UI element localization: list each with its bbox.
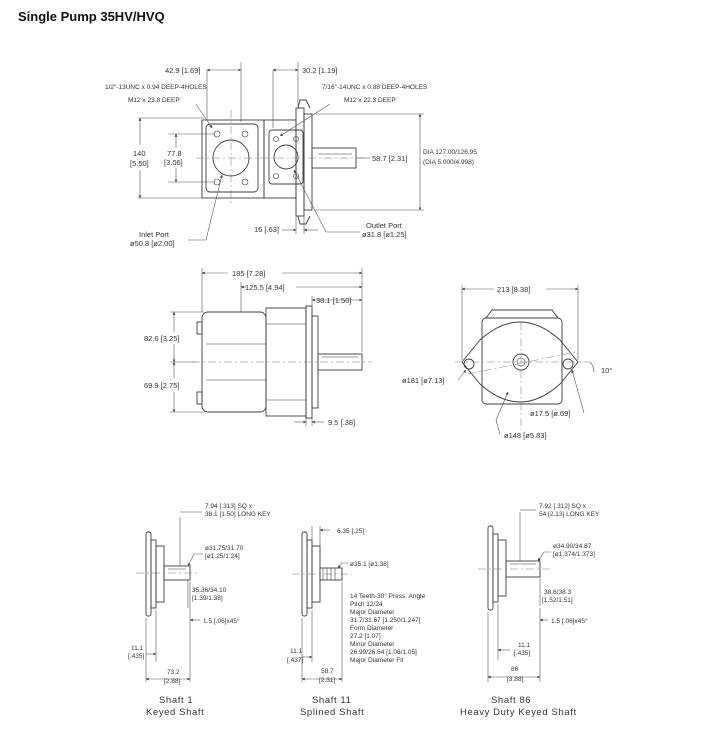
spline-spec-line: Minor Diameter	[350, 641, 395, 648]
dim-148: ø148 [ø5.83]	[504, 431, 547, 440]
pilot-diameter: DIA 127.00/126.95	[423, 149, 477, 156]
shaft1-diameter: ø31.75/31.70	[205, 545, 244, 552]
side-view: 185 [7.28] 125.5 [4.94] 38.1 [1.50] 82.6…	[144, 268, 372, 427]
shaft1-dim-73-in: [2.88]	[164, 678, 180, 685]
thread-inlet-note: 1/2"-13UNC x 0.94 DEEP-4HOLES	[105, 84, 207, 91]
thread-inlet-metric: M12 x 23.8 DEEP	[128, 97, 180, 104]
pilot-diameter-in: (DIA 5.000/4.998)	[423, 159, 474, 166]
dim-213: 213 [8.38]	[497, 285, 530, 294]
spline-spec-line: Major Diameter Fit	[350, 657, 404, 664]
thread-outlet-metric: M12 x 22.3 DEEP	[344, 97, 396, 104]
spline-spec-line: 27.2 [1.07]	[350, 633, 381, 640]
dim-125-5: 125.5 [4.94]	[245, 283, 285, 292]
shaft11-dim-6-35: 6.35 [.25]	[337, 528, 364, 535]
dim-42-9: 42.9 [1.69]	[165, 66, 200, 75]
shaft1-dim-35-in: [1.39/1.38]	[192, 595, 223, 602]
shaft1-caption: Shaft 1	[159, 695, 193, 706]
dim-16: 16 [.63]	[254, 225, 279, 234]
shaft86-dim-38-in: [1.52/1.51]	[542, 597, 573, 604]
outlet-port-circle	[273, 144, 299, 170]
dim-10-deg: 10°	[601, 366, 612, 375]
shaft11-dim-58-in: [2.31]	[319, 677, 335, 684]
shaft86-dim-86-in: [3.88]	[507, 676, 523, 683]
shaft1-diameter-in: [ø1.25/1.24]	[205, 553, 240, 560]
spline-spec-line: 14 Teeth-30° Press. Angle	[350, 592, 425, 600]
dim-30-2: 30.2 [1.19]	[302, 66, 337, 75]
shaft86-dim-38: 38.6/38.3	[544, 589, 571, 596]
shaft11-diameter: ø35.1 [ø1.38]	[350, 561, 389, 568]
shaft86-key-note: 7.92 [.312] SQ x	[539, 503, 587, 510]
shaft11-dim-58: 58.7	[321, 668, 334, 675]
dim-17-5: ø17.5 [ø.69]	[530, 409, 570, 418]
shaft11-dim-11-in: [.437]	[287, 657, 303, 664]
dim-181: ø181 [ø7.13]	[402, 376, 445, 385]
shaft86-dim-86: 86	[511, 666, 519, 673]
shaft1-dim-73: 73.2	[167, 669, 180, 676]
shaft86-diameter-in: [ø1.374/1.373]	[553, 551, 595, 558]
thread-outlet-note: 7/16"-14UNC x 0.88 DEEP-4HOLES	[322, 84, 428, 91]
dim-38-1: 38.1 [1.50]	[316, 296, 351, 305]
shaft86-dim-11: 11.1	[518, 642, 531, 649]
dim-9-5: 9.5 [.38]	[328, 418, 355, 427]
inlet-port-label: Inlet Port	[139, 230, 170, 239]
page-title: Single Pump 35HV/HVQ	[18, 9, 165, 24]
dim-140: 140	[133, 149, 146, 158]
dim-82-6: 82.6 [3.25]	[144, 334, 179, 343]
dim-58-7: 58.7 [2.31]	[372, 154, 407, 163]
shaft86-key-length: 54 [2.13] LONG KEY	[539, 511, 600, 518]
spline-spec-line: 31.7/31.67 [1.250/1.247]	[350, 617, 421, 624]
dim-185: 185 [7.28]	[232, 269, 265, 278]
shaft1-key-note: 7.94 [.313] SQ x	[205, 503, 253, 510]
shaft-86-drawing: 7.92 [.312] SQ x 54 [2.13] LONG KEY ø34.…	[460, 503, 600, 718]
shaft11-caption-type: Splined Shaft	[300, 707, 364, 718]
outlet-port-size: ø31.8 [ø1.25]	[362, 230, 407, 239]
shaft1-chamfer: 1.5 [.06]x45°	[203, 617, 240, 625]
spline-spec-line: Form Diameter	[350, 625, 394, 632]
shaft11-spline-spec: 14 Teeth-30° Press. Angle Pitch 12/24 Ma…	[350, 592, 425, 664]
dim-77-8-in: [3.06]	[164, 158, 183, 167]
shaft86-caption: Shaft 86	[491, 695, 531, 706]
shaft1-caption-type: Keyed Shaft	[146, 707, 204, 718]
dim-77-8: 77.8	[167, 149, 182, 158]
shaft-11-drawing: 6.35 [.25] ø35.1 [ø1.38] 14 Teeth-30° Pr…	[287, 526, 425, 718]
end-view: 213 [8.38] ø181 [ø7.13] 10° ø17.5 [ø.69]…	[402, 285, 612, 440]
top-view: 42.9 [1.69] 30.2 [1.19] 1/2"-13UNC x 0.9…	[105, 62, 477, 248]
shaft86-dim-11-in: [.435]	[514, 650, 530, 657]
shaft1-key-length: 38.1 [1.50] LONG KEY	[205, 511, 271, 518]
dim-140-in: [5.50]	[130, 159, 149, 168]
shaft86-diameter: ø34.90/34.87	[553, 543, 592, 550]
spline-spec-line: Major Diameter	[350, 609, 395, 616]
shaft1-dim-11: 11.1	[131, 645, 144, 652]
shaft86-caption-type: Heavy Duty Keyed Shaft	[460, 707, 577, 718]
spline-spec-line: 26.99/26.64 [1.06/1.05]	[350, 649, 417, 656]
shaft1-dim-11-in: [.435]	[128, 653, 144, 660]
shaft86-chamfer: 1.5 [.06]x45°	[551, 617, 588, 625]
dim-69-9: 69.9 [2.75]	[144, 381, 179, 390]
shaft1-dim-35: 35.36/34.10	[192, 587, 227, 594]
inlet-port-size: ø50.8 [ø2.00]	[130, 239, 175, 248]
outlet-port-label: Outlet Port	[366, 221, 403, 230]
shaft11-dim-11: 11.1	[290, 648, 303, 655]
spline-spec-line: Pitch 12/24	[350, 601, 383, 608]
shaft-1-drawing: 7.94 [.313] SQ x 38.1 [1.50] LONG KEY ø3…	[128, 503, 271, 718]
shaft11-caption: Shaft 11	[312, 695, 351, 706]
